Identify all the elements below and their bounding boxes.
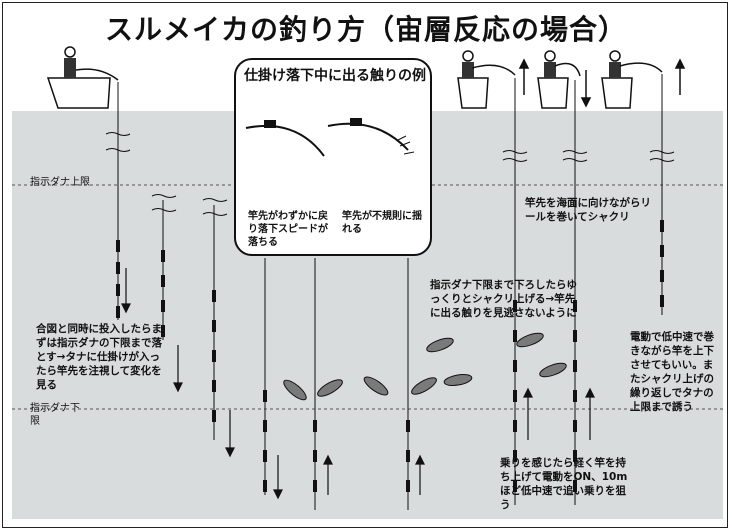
page-title: スルメイカの釣り方（宙層反応の場合）	[104, 13, 627, 46]
rod-right-2	[554, 62, 581, 77]
rod-right-1	[471, 64, 516, 76]
reel-right-icon	[350, 118, 362, 126]
boat-right-3-icon	[601, 50, 633, 109]
break-marks	[105, 132, 675, 216]
callout-right-caption: 竿先が不規則に揺れる	[342, 211, 422, 235]
rise-arrows	[323, 387, 595, 495]
jig-rigs	[116, 220, 664, 492]
vibration-marks	[397, 135, 415, 155]
rod-right-3	[619, 62, 663, 73]
boat-left-icon	[46, 46, 111, 109]
squid-2-icon	[317, 379, 343, 397]
squid-8-icon	[539, 362, 567, 378]
note-drop: 合図と同時に投入したらまずは指示ダナの下限まで落とす→タナに仕掛けが入ったら竿先…	[36, 323, 162, 391]
squid-5-icon	[426, 337, 454, 353]
rod-left	[75, 68, 119, 81]
lower-limit-label: 指示ダナ下限	[30, 403, 80, 427]
rod-sketch-right	[327, 122, 409, 151]
note-hook: 乗りを感じたら軽く竿を持ち上げて電動をON、10m ほど低中速で追い乗りを狙う	[500, 457, 628, 511]
squid-1-icon	[283, 379, 307, 401]
squid-3-icon	[363, 376, 389, 396]
squid-6-icon	[443, 374, 473, 386]
surface-arrows	[518, 58, 686, 108]
callout-illustration	[245, 118, 415, 157]
squid-group	[283, 332, 567, 401]
note-lure: 電動で低中速で巻きながら竿を上下させてもいい。またシャクリ上げの繰り返しでタナの…	[630, 331, 714, 413]
rod-sketch-left	[245, 124, 325, 157]
callout-title: 仕掛け落下中に出る触りの例	[244, 68, 426, 84]
note-jerk: 指示ダナ下限まで下ろしたらゆっくりとシャクリ上げる→竿先に出る触りを見逃さないよ…	[430, 279, 577, 319]
upper-limit-label: 指示ダナ上限	[30, 177, 90, 188]
squid-4-icon	[411, 377, 437, 395]
callout-left-caption: 竿先がわずかに戻り落下スピードが落ちる	[248, 211, 328, 248]
reel-left-icon	[264, 120, 276, 128]
squid-7-icon	[516, 332, 544, 348]
note-reel: 竿先を海面に向けながらリールを巻いてシャクリ	[525, 197, 651, 223]
callout-box: 仕掛け落下中に出る触りの例 竿先がわずかに戻り落下スピードが落ちる 竿先が不規則…	[234, 58, 432, 256]
descend-arrows	[121, 268, 283, 500]
boat-right-1-icon	[457, 50, 489, 109]
boat-right-2-icon	[537, 50, 569, 109]
